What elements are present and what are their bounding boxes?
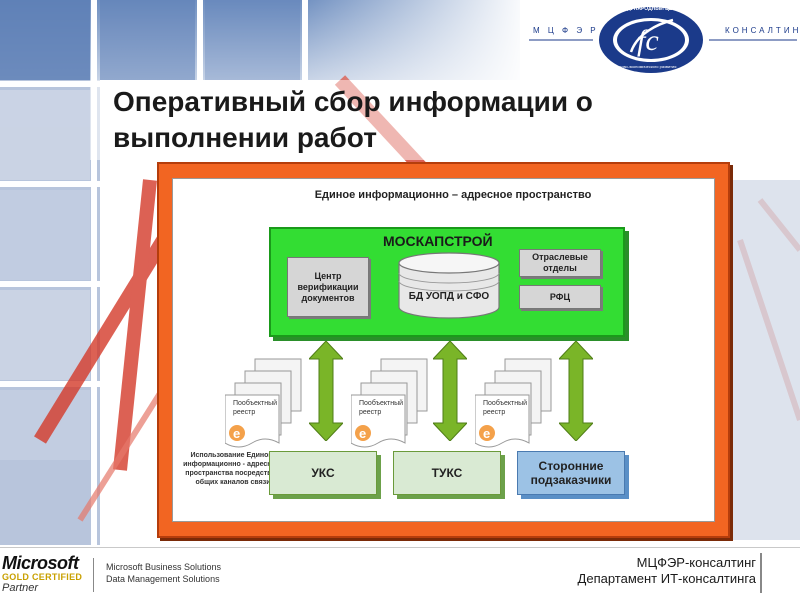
- svg-text:e: e: [359, 426, 366, 441]
- ms-partner: Partner: [2, 582, 39, 594]
- registry-label: Пообъектный реестр: [233, 400, 278, 416]
- microsoft-gold-partner-logo: Microsoft GOLD CERTIFIED Partner: [2, 553, 82, 594]
- database-icon: [398, 252, 500, 319]
- footer-divider-line: [0, 547, 800, 548]
- logo-arc-bottom-text: финансово-экономического развития: [607, 64, 677, 69]
- ms-solutions: Microsoft Business Solutions Data Manage…: [106, 561, 221, 585]
- mcfer-logo: fc М Ц Ф Э Р КОНСАЛТИНГ МЕЖДУНАРОДНЫЙ ЦЕ…: [527, 4, 800, 76]
- slide-title: Оперативный сбор информации о выполнении…: [113, 86, 593, 153]
- ms-brand: Microsoft: [2, 553, 79, 573]
- logo-arc-top-text: МЕЖДУНАРОДНЫЙ ЦЕНТР: [615, 6, 683, 12]
- rfc-box: РФЦ: [519, 285, 601, 309]
- double-arrow-icon: [433, 341, 467, 441]
- registry-group-2: e Пообъектный реестр: [351, 355, 451, 451]
- registry-label: Пообъектный реестр: [483, 400, 528, 416]
- document-stack-icon: e: [225, 358, 302, 448]
- footer-right-bar: [760, 553, 762, 593]
- subcontractors-box: Сторонние подзаказчики: [517, 451, 625, 495]
- registry-group-3: e Пообъектный реестр: [475, 355, 575, 451]
- document-stack-icon: e: [475, 358, 552, 448]
- logo-left-text: М Ц Ф Э Р: [533, 26, 599, 35]
- svg-text:e: e: [233, 426, 240, 441]
- diagram-frame: Единое информационно – адресное простран…: [157, 162, 730, 538]
- logo-right-text: КОНСАЛТИНГ: [725, 26, 800, 35]
- registry-label: Пообъектный реестр: [359, 400, 404, 416]
- double-arrow-icon: [309, 341, 343, 441]
- moskapstroy-block: МОСКАПСТРОЙ Центр верификации документов…: [269, 227, 625, 337]
- company-signature: МЦФЭР-консалтинг Департамент ИТ-консалти…: [578, 555, 756, 587]
- footer-vertical-divider: [93, 558, 94, 592]
- company-name: МЦФЭР-консалтинг: [636, 555, 756, 570]
- verification-center-box: Центр верификации документов: [287, 257, 369, 317]
- ms-gold-certified: GOLD CERTIFIED: [2, 572, 83, 582]
- uks-box: УКС: [269, 451, 377, 495]
- sectoral-depts-box: Отраслевые отделы: [519, 249, 601, 277]
- double-arrow-icon: [559, 341, 593, 441]
- svg-text:e: e: [483, 426, 490, 441]
- tuks-box: ТУКС: [393, 451, 501, 495]
- space-label: Единое информационно – адресное простран…: [314, 189, 592, 201]
- registry-group-1: e Пообъектный реестр: [225, 355, 325, 451]
- usage-description: Использование Единого информационно - ад…: [183, 452, 283, 486]
- diagram-canvas: Единое информационно – адресное простран…: [172, 178, 715, 522]
- document-stack-icon: e: [351, 358, 428, 448]
- ms-solutions-line-2: Data Management Solutions: [106, 574, 220, 584]
- moskapstroy-label: МОСКАПСТРОЙ: [383, 233, 493, 249]
- ms-solutions-line-1: Microsoft Business Solutions: [106, 562, 222, 572]
- database-label: БД УОПД и СФО: [408, 291, 490, 302]
- svg-text:fc: fc: [637, 24, 659, 57]
- department-name: Департамент ИТ-консалтинга: [577, 571, 756, 586]
